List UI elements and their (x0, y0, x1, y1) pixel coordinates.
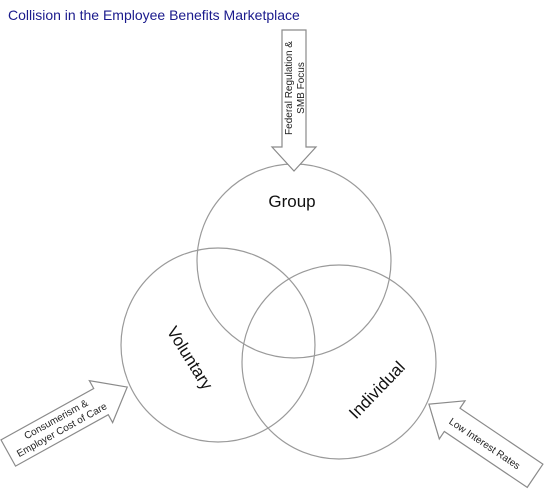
diagram-title: Collision in the Employee Benefits Marke… (8, 7, 300, 23)
individual-label: Individual (345, 358, 409, 423)
voluntary-circle (120, 247, 316, 443)
federal-regulation-arrow (270, 29, 318, 172)
group-label: Group (268, 192, 315, 211)
federal-regulation-label: Federal Regulation & SMB Focus (284, 41, 307, 135)
voluntary-label: Voluntary (163, 323, 217, 394)
svg-text:Federal Regulation &: Federal Regulation & (284, 41, 295, 135)
low-interest-arrow (428, 400, 544, 489)
consumerism-arrow: Consumerism & Employer Cost of Care (0, 379, 129, 467)
individual-circle (241, 264, 437, 460)
svg-text:SMB Focus: SMB Focus (296, 62, 307, 114)
